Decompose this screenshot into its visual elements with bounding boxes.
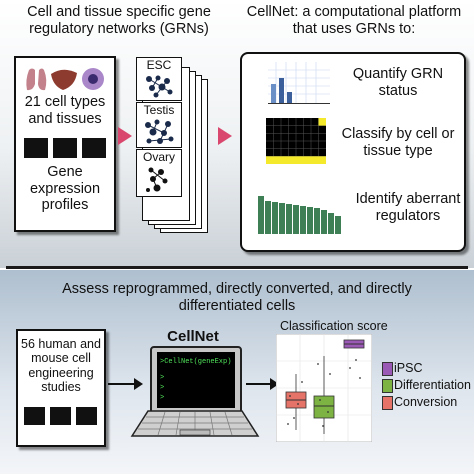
cellnet-laptop-title: CellNet — [167, 328, 219, 345]
function-identify: Identify aberrant regulators — [355, 191, 461, 224]
grn-status-bars-icon — [268, 62, 330, 104]
classification-heatmap-icon — [266, 118, 326, 164]
lung-icon — [26, 68, 47, 91]
grn-label: Ovary — [142, 150, 175, 164]
expression-label: Gene expression profiles — [29, 164, 101, 214]
legend-swatch-conversion — [382, 396, 393, 410]
expression-thumbnail — [76, 407, 97, 425]
cell-types-label: 21 cell types and tissues — [24, 94, 106, 127]
grn-card-testis: Testis — [136, 102, 182, 148]
organ-icons — [26, 68, 104, 91]
cellnet-functions-panel: Quantify GRN status Classify by cell or … — [240, 52, 466, 252]
terminal-prompt: > — [160, 394, 165, 402]
expression-thumbnail — [82, 138, 106, 158]
network-icon — [146, 75, 173, 98]
legend-label-ipsc: iPSC — [394, 361, 423, 375]
grn-heading: Cell and tissue specific gene regulatory… — [27, 4, 211, 37]
score-title: Classification score — [280, 319, 388, 333]
section-divider — [6, 266, 468, 269]
expression-thumbnail — [24, 407, 45, 425]
arrow-to-grns — [118, 127, 132, 145]
legend-swatch-differentiation — [382, 379, 393, 393]
liver-icon — [51, 69, 77, 90]
terminal-prompt: > — [160, 384, 165, 392]
grn-card-ovary: Ovary — [136, 149, 182, 197]
expression-thumbnail — [50, 407, 71, 425]
function-classify: Classify by cell or tissue type — [341, 126, 455, 159]
network-icon — [145, 119, 174, 144]
assess-heading: Assess reprogrammed, directly converted,… — [62, 281, 412, 314]
aberrant-regulators-icon — [256, 194, 346, 234]
grn-label: ESC — [146, 58, 172, 72]
network-icon — [146, 167, 168, 192]
arrow-to-scores — [246, 378, 279, 390]
laptop-screen: >CellNet(geneExp) > > > — [150, 346, 242, 414]
legend-label-differentiation: Differentiation — [394, 378, 471, 392]
classification-boxplot — [276, 334, 372, 442]
expression-thumbnail — [53, 138, 77, 158]
legend-swatch-ipsc — [382, 362, 393, 376]
grn-label: Testis — [143, 103, 175, 117]
cellnet-heading: CellNet: a computational platform that u… — [246, 4, 462, 37]
arrow-to-cellnet-laptop — [108, 378, 143, 390]
terminal-prompt: > — [160, 374, 165, 382]
laptop-keyboard — [130, 410, 260, 437]
terminal: >CellNet(geneExp) > > > — [157, 352, 235, 408]
grn-card-esc: ESC — [136, 57, 182, 101]
function-quantify: Quantify GRN status — [352, 66, 444, 99]
terminal-command: >CellNet(geneExp) — [160, 358, 232, 366]
legend-label-conversion: Conversion — [394, 395, 458, 409]
tissue-panel: 21 cell types and tissues Gene expressio… — [14, 56, 116, 232]
arrow-to-cellnet — [218, 127, 232, 145]
studies-panel: 56 human and mouse cell engineering stud… — [16, 329, 106, 447]
studies-label: 56 human and mouse cell engineering stud… — [21, 337, 101, 395]
expression-thumbnail — [24, 138, 48, 158]
